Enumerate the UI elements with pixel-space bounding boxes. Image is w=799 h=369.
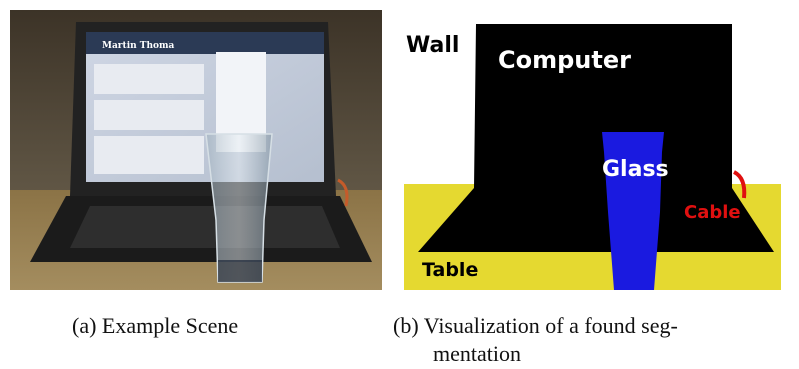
segmentation-image: Wall Computer Glass Cable Table <box>396 12 781 290</box>
caption-b: (b) Visualization of a found seg- mentat… <box>393 312 793 368</box>
segmentation-visualization: Wall Computer Glass Cable Table <box>396 12 781 290</box>
wall-label: Wall <box>406 33 459 58</box>
screen-title-text: Martin Thoma <box>102 41 175 51</box>
example-scene-photo: Martin Thoma <box>10 10 382 290</box>
computer-region <box>418 24 774 252</box>
example-scene-image: Martin Thoma <box>10 10 382 290</box>
caption-b-line2: mentation <box>433 341 521 366</box>
caption-b-line1: (b) Visualization of a found seg- <box>393 313 678 338</box>
table-label: Table <box>422 259 478 281</box>
glass-region <box>602 132 664 290</box>
cable-region <box>732 170 747 199</box>
caption-a: (a) Example Scene <box>72 313 239 338</box>
cable-label: Cable <box>684 202 741 223</box>
glass-label: Glass <box>602 157 669 182</box>
computer-label: Computer <box>498 46 631 74</box>
